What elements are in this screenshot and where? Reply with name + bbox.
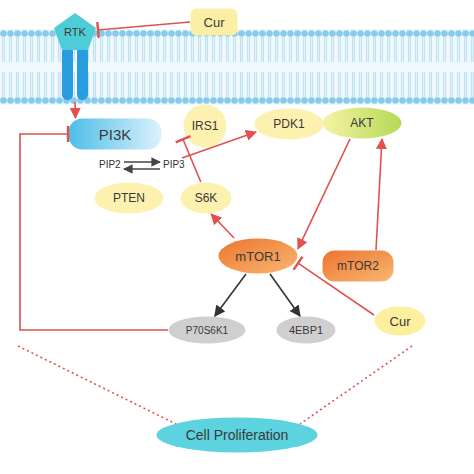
- kinase-box: PI3K: [68, 118, 162, 150]
- node-label: PI3K: [99, 126, 132, 143]
- receptor-pentagon: [54, 13, 96, 50]
- node-label: S6K: [195, 191, 218, 205]
- node-label: Cur: [204, 15, 225, 30]
- node-label: PTEN: [113, 191, 145, 205]
- molecule-label: PIP2: [99, 159, 121, 170]
- node-text-box: mTOR2: [322, 250, 394, 282]
- inhibition-line: [98, 22, 190, 30]
- conversion-arrow: [124, 161, 160, 163]
- molecule-label: PIP3: [163, 159, 185, 170]
- node-shape: [169, 317, 246, 344]
- node-text-box: Cur: [374, 306, 426, 336]
- node-shape: [375, 307, 426, 336]
- protein-ellipse: PTEN: [94, 182, 164, 214]
- node-label: AKT: [350, 116, 373, 130]
- node-label: IRS1: [192, 119, 219, 133]
- node-text-box: Cur: [190, 8, 238, 36]
- receptor-symbol: RTK: [52, 12, 98, 102]
- inhibition-line: [183, 139, 201, 182]
- protein-ellipse: PDK1: [254, 108, 324, 140]
- effector-ellipse: P70S6K1: [168, 316, 246, 344]
- node-label: Cur: [390, 314, 411, 329]
- inhibition-line: [20, 134, 168, 330]
- node-label: 4EBP1: [289, 324, 323, 336]
- protein-circle: IRS1: [183, 104, 227, 148]
- node-label: RTK: [64, 26, 86, 38]
- protein-ellipse: AKT: [322, 107, 402, 139]
- activation-arrow: [376, 139, 382, 250]
- node-label: Cell Proliferation: [186, 427, 289, 443]
- node-shape: [184, 105, 227, 148]
- node-outline: [52, 12, 98, 102]
- node-text-box: PDK1: [254, 108, 324, 140]
- activation-arrow: [74, 102, 76, 118]
- node-shape: [181, 183, 232, 214]
- node-text-box: Cell Proliferation: [156, 417, 318, 453]
- node-label: mTOR2: [337, 259, 379, 273]
- transmembrane-helix: [77, 46, 88, 100]
- node-label: PDK1: [273, 117, 304, 131]
- node-text-box: 4EBP1: [276, 316, 336, 344]
- activation-arrow: [215, 274, 246, 316]
- node-shape: [95, 183, 164, 214]
- node-shape: [277, 317, 336, 344]
- node-shape: [255, 109, 324, 140]
- dotted-lead: [300, 346, 412, 424]
- dotted-lead: [18, 346, 176, 424]
- node-label: P70S6K1: [186, 325, 228, 336]
- node-text-box: IRS1: [183, 104, 227, 148]
- node-text-box: PI3K: [68, 118, 162, 150]
- protein-ellipse: S6K: [180, 182, 232, 214]
- conversion-arrow: [124, 168, 160, 170]
- node-shape: [191, 9, 238, 36]
- inhibition-line: [298, 263, 374, 315]
- transmembrane-helix: [62, 46, 73, 100]
- complex-box: mTOR2: [322, 250, 394, 282]
- node-shape: [219, 239, 298, 274]
- node-shape: [69, 119, 162, 150]
- node-shape: [323, 108, 402, 139]
- node-shape: [323, 251, 394, 282]
- activation-arrow: [298, 139, 350, 249]
- complex-ellipse: mTOR1: [218, 238, 298, 274]
- node-text-box: mTOR1: [218, 238, 298, 274]
- node-text-box: PTEN: [94, 182, 164, 214]
- activation-arrow: [270, 274, 300, 316]
- outcome-ellipse: Cell Proliferation: [156, 417, 318, 453]
- drug-box: Cur: [190, 8, 238, 36]
- node-label: mTOR1: [235, 249, 280, 264]
- node-text-box: S6K: [180, 182, 232, 214]
- drug-ellipse: Cur: [374, 306, 426, 336]
- node-text-box: RTK: [52, 20, 98, 44]
- node-shape: [157, 418, 318, 453]
- activation-arrow: [211, 214, 234, 238]
- effector-ellipse: 4EBP1: [276, 316, 336, 344]
- node-text-box: AKT: [322, 107, 402, 139]
- node-text-box: P70S6K1: [168, 316, 246, 344]
